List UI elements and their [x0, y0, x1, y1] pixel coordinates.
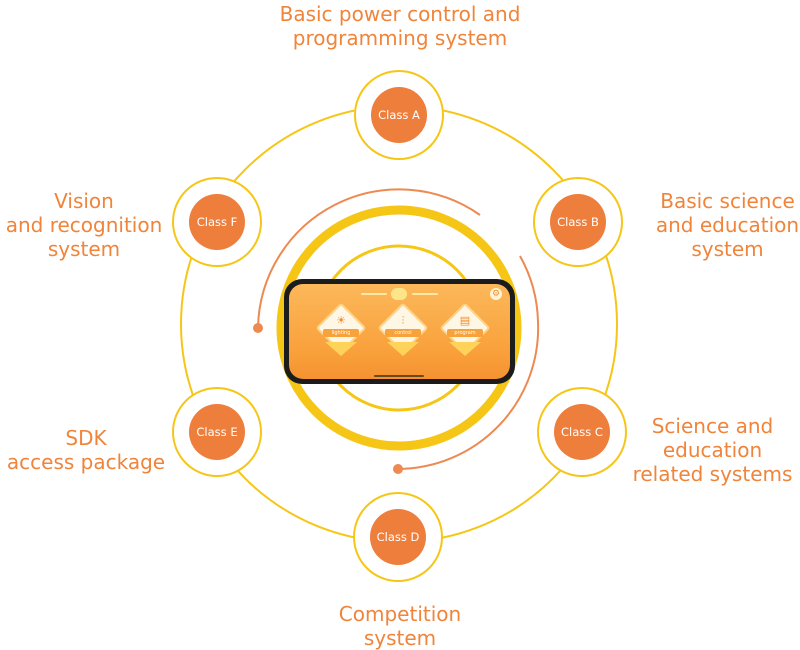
app-tile-lighting[interactable]: ☀ lighting — [315, 302, 367, 356]
class-c-label: Class C — [554, 404, 610, 460]
app-logo-icon — [391, 288, 407, 300]
class-e-label: Class E — [189, 404, 245, 460]
class-f-caption: Vision and recognition system — [5, 189, 163, 261]
tile-label: program — [447, 329, 483, 337]
class-b-node: Class B — [533, 177, 623, 267]
class-f-label: Class F — [189, 194, 245, 250]
header-wing-left — [361, 293, 387, 295]
tile-base — [325, 342, 357, 356]
header-wing-right — [412, 293, 438, 295]
class-e-caption: SDK access package — [6, 426, 166, 474]
orbit-arc-left-dot — [253, 323, 263, 333]
orbit-arc-left — [257, 188, 481, 329]
orbit-arc-right-dot — [393, 464, 403, 474]
class-b-label: Class B — [550, 194, 606, 250]
orbit-arc-right — [397, 255, 540, 470]
lightbulb-icon: ☀ — [336, 314, 346, 327]
app-screen: ⚙ ☀ lighting ⫶ control ▤ program — [289, 284, 510, 379]
class-a-caption: Basic power control and programming syst… — [279, 2, 521, 50]
phone-mockup: ⚙ ☀ lighting ⫶ control ▤ program — [284, 279, 515, 384]
home-indicator — [374, 375, 424, 377]
app-tile-control[interactable]: ⫶ control — [377, 302, 429, 356]
sliders-icon: ⫶ — [401, 314, 405, 327]
inner-ring-thick — [276, 205, 522, 451]
settings-gear-icon[interactable]: ⚙ — [490, 288, 502, 300]
class-a-node: Class A — [354, 70, 444, 160]
app-tile-program[interactable]: ▤ program — [439, 302, 491, 356]
code-block-icon: ▤ — [459, 314, 471, 327]
class-e-node: Class E — [172, 387, 262, 477]
class-d-caption: Competition system — [338, 602, 462, 650]
tile-label: lighting — [323, 329, 359, 337]
class-c-caption: Science and education related systems — [632, 414, 793, 486]
class-a-label: Class A — [371, 87, 427, 143]
class-f-node: Class F — [172, 177, 262, 267]
class-b-caption: Basic science and education system — [655, 189, 800, 261]
class-d-node: Class D — [353, 492, 443, 582]
tile-base — [449, 342, 481, 356]
tile-label: control — [385, 329, 421, 337]
class-c-node: Class C — [537, 387, 627, 477]
class-d-label: Class D — [370, 509, 426, 565]
tile-base — [387, 342, 419, 356]
